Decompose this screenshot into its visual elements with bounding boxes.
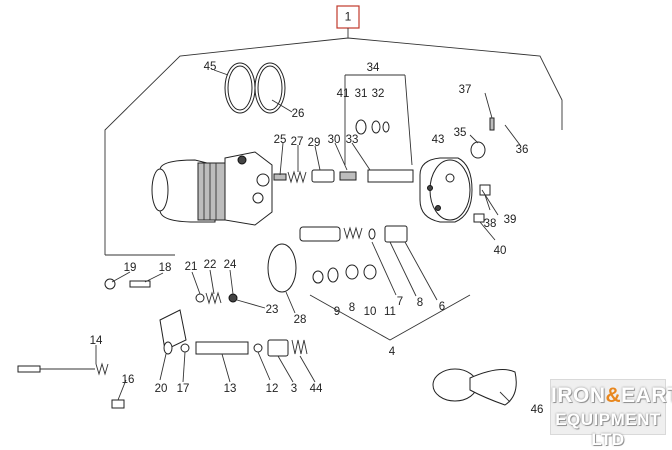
nut-17: [180, 343, 190, 353]
label-46: 46: [531, 404, 544, 416]
label-4: 4: [389, 346, 396, 358]
label-12: 12: [266, 383, 279, 395]
sleeve-3: [267, 339, 289, 357]
bolt-40: [473, 213, 485, 223]
label-35: 35: [454, 127, 467, 139]
label-1: 1: [345, 10, 352, 24]
label-19: 19: [124, 262, 137, 274]
label-8: 8: [349, 302, 355, 314]
seal-21: [195, 293, 205, 303]
label-8b: 8: [417, 297, 423, 309]
bolt-16: [111, 399, 125, 409]
spring-14: [95, 362, 109, 376]
label-33: 33: [346, 134, 359, 146]
upper-spool-row: [273, 169, 414, 184]
seal-31: [371, 120, 381, 134]
plate-23: [159, 309, 187, 351]
bracket-34: [344, 74, 413, 166]
seal-32: [382, 121, 390, 133]
o-ring-45-inner: [227, 65, 253, 111]
spring-44: [291, 339, 308, 355]
seal-12: [253, 343, 263, 353]
label-40: 40: [494, 245, 507, 257]
bolt-38: [479, 184, 491, 196]
label-13: 13: [224, 383, 237, 395]
label-36: 36: [516, 144, 529, 156]
plug-35: [470, 141, 486, 159]
washer-20: [163, 341, 173, 355]
label-45: 45: [204, 61, 217, 73]
label-20: 20: [155, 383, 168, 395]
iron-and-earth-logo: IRON&EARTH EQUIPMENT LTD: [550, 379, 672, 449]
label-30: 30: [328, 134, 341, 146]
leader-lines: [95, 69, 521, 403]
ring-9: [312, 270, 324, 284]
label-17: 17: [177, 383, 190, 395]
label-43: 43: [432, 134, 445, 146]
label-16: 16: [122, 374, 135, 386]
pin-14: [17, 365, 41, 373]
plug-19: [104, 278, 116, 290]
main-housing: [151, 151, 273, 226]
label-38: 38: [484, 218, 497, 230]
parts-diagram: 1: [17, 5, 672, 449]
tool-46-handle: [469, 369, 517, 406]
shaft-13: [195, 341, 249, 355]
label-44: 44: [310, 383, 323, 395]
screw-18: [129, 280, 151, 288]
label-21: 21: [185, 261, 198, 273]
logo-line-1: IRON&EARTH: [551, 384, 672, 407]
part-number-labels: 45 26 34 41 31 32 37 35 36 43 25 27 29 3…: [90, 61, 544, 416]
logo-line-2: EQUIPMENT LTD: [555, 410, 661, 449]
label-23: 23: [266, 304, 279, 316]
label-27: 27: [291, 136, 304, 148]
end-cover-43: [419, 157, 473, 223]
label-32: 32: [372, 88, 385, 100]
label-29: 29: [308, 137, 321, 149]
spring-22: [205, 291, 222, 305]
label-34: 34: [367, 62, 380, 74]
label-24: 24: [224, 259, 237, 271]
label-31: 31: [355, 88, 368, 100]
label-26: 26: [292, 108, 305, 120]
middle-spool-row: [299, 225, 408, 243]
ring-8: [327, 267, 339, 283]
label-22: 22: [204, 259, 217, 271]
o-ring-28: [267, 243, 297, 293]
seal-41: [355, 119, 367, 135]
label-3: 3: [291, 383, 297, 395]
label-10: 10: [364, 306, 377, 318]
label-14: 14: [90, 335, 103, 347]
o-ring-26-inner: [257, 65, 283, 111]
ring-10: [345, 264, 359, 280]
bracket-4: [309, 294, 471, 341]
label-25: 25: [274, 134, 287, 146]
label-7: 7: [397, 296, 403, 308]
label-9: 9: [334, 306, 340, 318]
bracket-main: [104, 28, 563, 255]
label-18: 18: [159, 262, 172, 274]
label-41: 41: [337, 88, 350, 100]
ring-24: [228, 293, 238, 303]
label-6: 6: [439, 301, 445, 313]
ring-11: [363, 264, 377, 280]
label-11: 11: [384, 306, 396, 318]
pin-37: [489, 117, 495, 131]
label-37: 37: [459, 84, 472, 96]
exploded-view-drawing: 1: [17, 5, 563, 416]
label-28: 28: [294, 314, 307, 326]
label-39: 39: [504, 214, 517, 226]
